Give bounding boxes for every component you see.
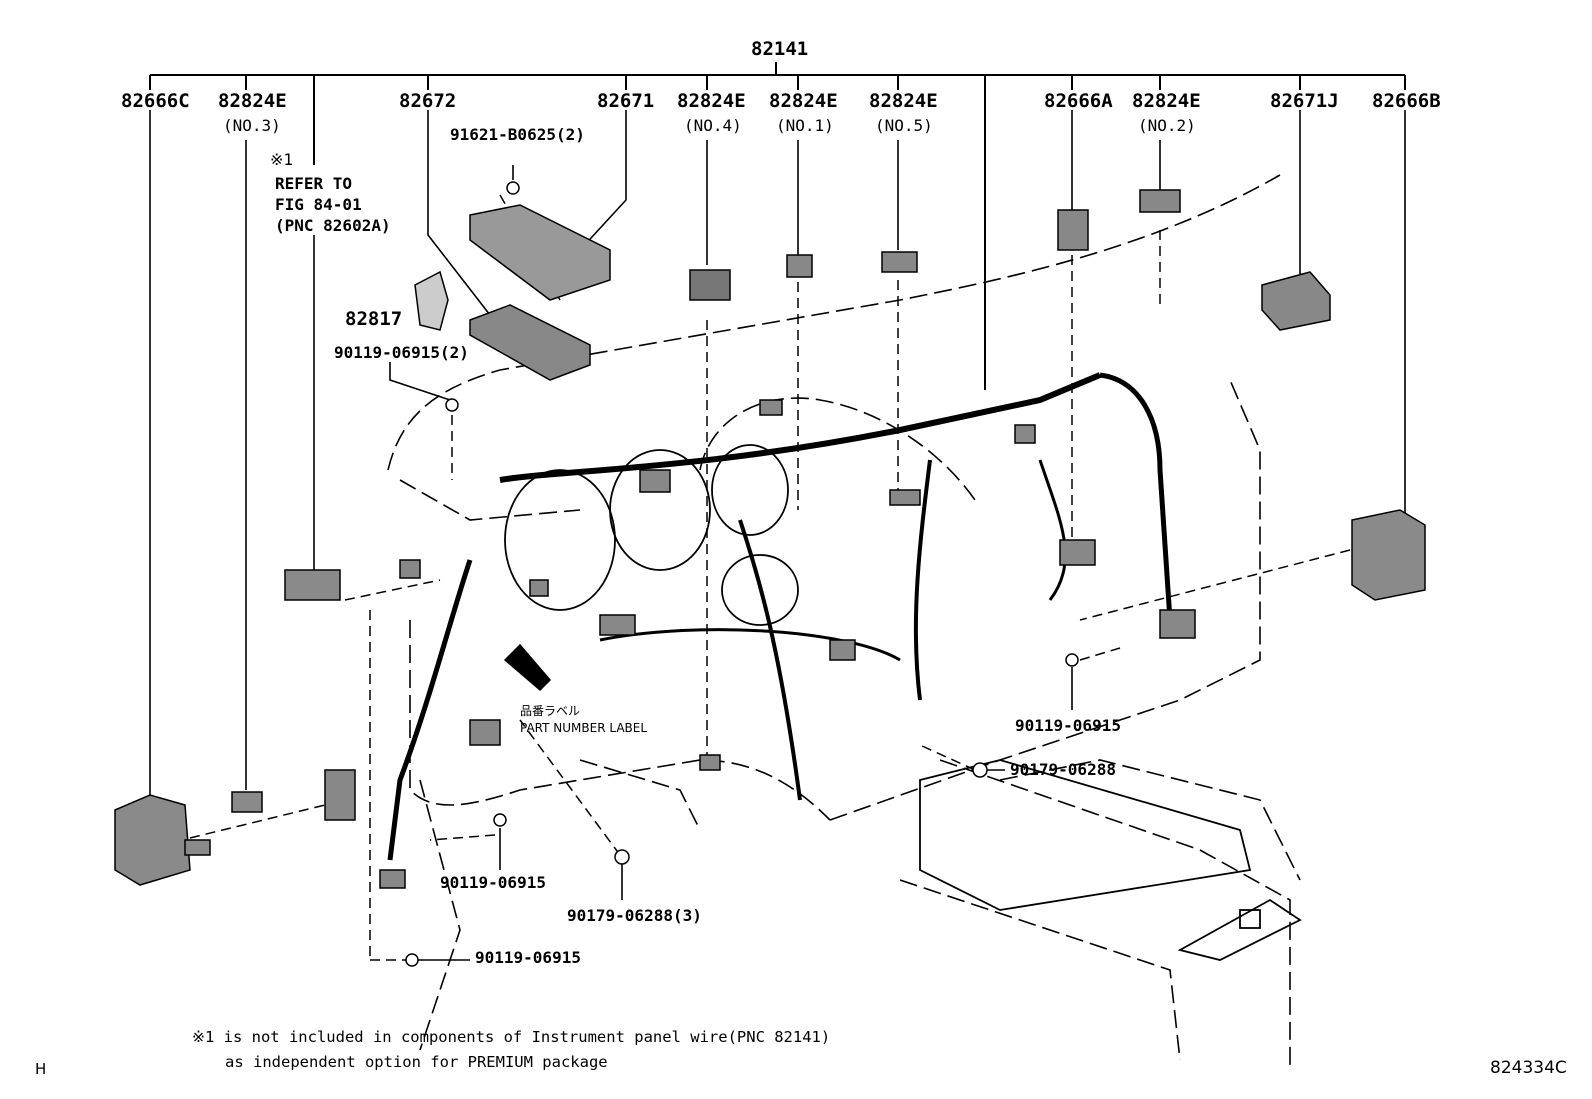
refer-note-line2: FIG 84-01 [275, 195, 362, 214]
callout-90119-06915-2[interactable]: 90119-06915(2) [334, 343, 469, 362]
part-82672[interactable]: 82672 [399, 90, 457, 112]
callout-90179-06288-3[interactable]: 90179-06288(3) [567, 906, 702, 925]
callout-90119-06915-right[interactable]: 90119-06915 [1015, 716, 1121, 735]
callout-82817[interactable]: 82817 [345, 308, 403, 330]
part-number-label-en: PART NUMBER LABEL [520, 721, 648, 735]
callout-91621-b0625[interactable]: 91621-B0625(2) [450, 125, 585, 144]
callout-90119-06915-bottom[interactable]: 90119-06915 [475, 948, 581, 967]
part-82824e-no5[interactable]: 82824E [869, 90, 938, 112]
footnote-line1: ※1 is not included in components of Inst… [192, 1028, 831, 1046]
main-part-number[interactable]: 82141 [751, 38, 809, 60]
part-82671j[interactable]: 82671J [1270, 90, 1339, 112]
part-82824e-no2-sub: (NO.2) [1138, 116, 1196, 135]
part-82824e-no3-sub: (NO.3) [223, 116, 281, 135]
part-number-label-jp: 品番ラベル [520, 704, 581, 718]
part-82824e-no2[interactable]: 82824E [1132, 90, 1201, 112]
corner-mark: H [35, 1060, 47, 1078]
refer-note-mark: ※1 [270, 150, 294, 169]
part-82671[interactable]: 82671 [597, 90, 655, 112]
callout-90179-06288-right[interactable]: 90179-06288 [1010, 760, 1116, 779]
part-82824e-no4[interactable]: 82824E [677, 90, 746, 112]
part-82824e-no5-sub: (NO.5) [875, 116, 933, 135]
part-82824e-no1-sub: (NO.1) [776, 116, 834, 135]
part-82824e-no3[interactable]: 82824E [218, 90, 287, 112]
part-82824e-no4-sub: (NO.4) [684, 116, 742, 135]
refer-note-line1: REFER TO [275, 174, 353, 193]
part-82666c[interactable]: 82666C [121, 90, 190, 112]
part-82666b[interactable]: 82666B [1372, 90, 1441, 112]
part-82666a[interactable]: 82666A [1044, 90, 1113, 112]
part-82824e-no1[interactable]: 82824E [769, 90, 838, 112]
callout-90119-06915-mid[interactable]: 90119-06915 [440, 873, 546, 892]
diagram-id: 824334C [1490, 1058, 1567, 1078]
refer-note-line3: (PNC 82602A) [275, 216, 391, 235]
footnote-line2: as independent option for PREMIUM packag… [225, 1053, 608, 1071]
